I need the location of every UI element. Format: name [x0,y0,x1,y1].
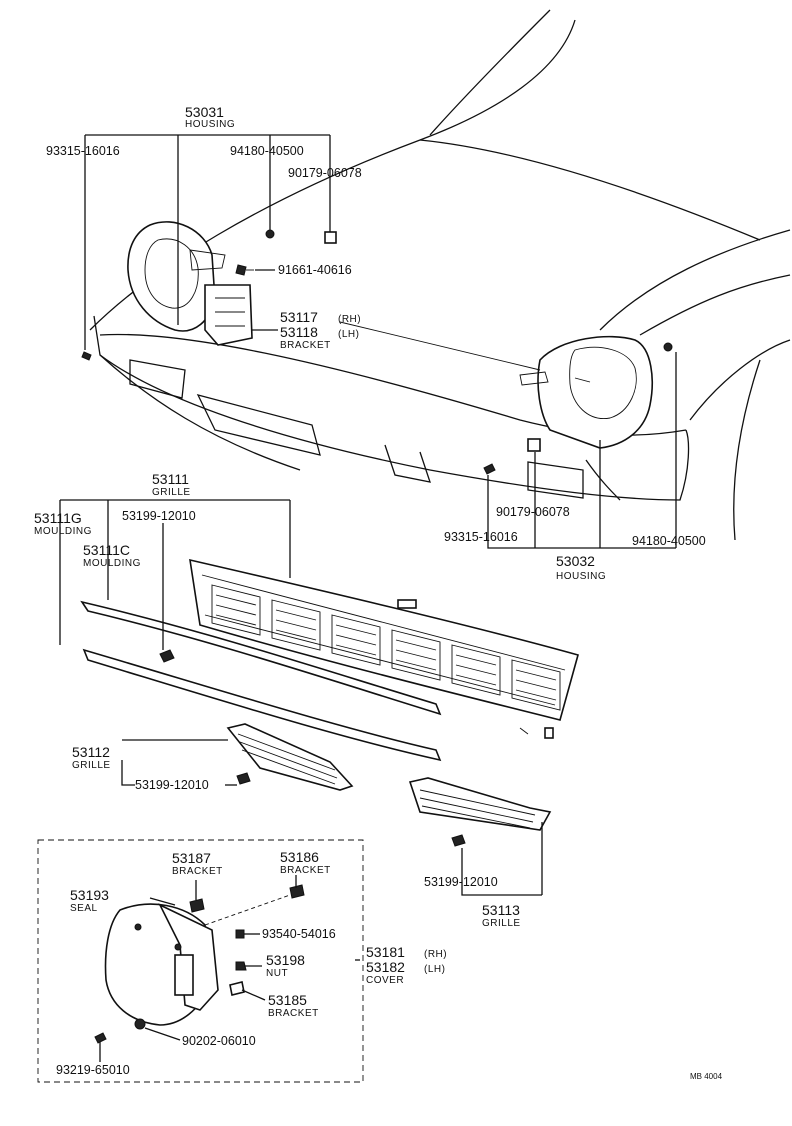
label-53181-side: (RH) [424,949,447,960]
label-53187-num: 53187 [172,850,211,866]
label-53112-name: GRILLE [72,760,111,771]
grille-slat [275,619,317,631]
label-53117-num: 53117 [280,309,318,325]
label-93315-a: 93315-16016 [46,144,120,158]
label-53031-name: HOUSING [185,119,235,130]
label-53198-num: 53198 [266,952,305,968]
grille-slat [215,614,257,626]
label-53199-c: 53199-12010 [424,875,498,889]
main-grille [189,558,579,739]
label-53182-side: (LH) [424,964,445,975]
grille-slat [335,644,377,656]
label-53118-side: (LH) [338,329,359,340]
label-53187-name: BRACKET [172,866,223,877]
label-93540: 93540-54016 [262,927,336,941]
part-labels: 53031 HOUSING 93315-16016 94180-40500 90… [34,104,723,1081]
label-94180-a: 94180-40500 [230,144,304,158]
grille-slat [455,664,497,676]
label-53198-name: NUT [266,968,288,979]
label-53111-name: GRILLE [152,487,191,498]
label-53111g-num: 53111G [34,510,82,526]
label-53186-name: BRACKET [280,865,331,876]
grille-slat [335,634,377,646]
label-53185-name: BRACKET [268,1008,319,1019]
lower-grille-right [408,777,552,847]
label-53111c-num: 53111C [83,542,130,558]
label-90202: 90202-06010 [182,1034,256,1048]
label-53117-side: (RH) [338,314,361,325]
grille-slat [515,679,557,691]
label-94180-b: 94180-40500 [632,534,706,548]
diagram-code: MB 4004 [690,1072,723,1081]
label-53111-num: 53111 [152,471,189,487]
label-90179-a: 90179-06078 [288,166,362,180]
label-93219: 93219-65010 [56,1063,130,1077]
grille-slat [395,639,437,651]
moulding-strips [80,600,442,762]
label-53032-num: 53032 [556,553,595,569]
label-53193-num: 53193 [70,887,109,903]
grille-slat [515,669,557,681]
label-53118-name: BRACKET [280,340,331,351]
label-90179-b: 90179-06078 [496,505,570,519]
label-53193-name: SEAL [70,903,98,914]
leader-lines [59,134,677,1062]
label-53113-name: GRILLE [482,918,521,929]
grille-slat [215,594,257,606]
grille-cell [331,614,381,666]
label-53111g-name: MOULDING [34,526,92,537]
grille-slat [455,654,497,666]
label-53111c-name: MOULDING [83,558,141,569]
grille-slat [395,659,437,671]
label-53185-num: 53185 [268,992,307,1008]
left-headlight-housing [81,221,337,361]
right-headlight-housing [483,335,673,475]
label-93315-b: 93315-16016 [444,530,518,544]
grille-cell [271,599,321,651]
grille-cell [451,644,501,696]
label-53118-num: 53118 [280,324,318,340]
label-53112-num: 53112 [72,744,110,760]
grille-cell [211,584,261,636]
label-91661: 91661-40616 [278,263,352,277]
label-53199-a: 53199-12010 [122,509,196,523]
grille-slat [215,604,257,616]
label-53182-num: 53182 [366,959,405,975]
grille-slat [455,674,497,686]
label-53032-name: HOUSING [556,571,606,582]
grille-slat [275,629,317,641]
grille-cell [511,659,561,711]
grille-cell [391,629,441,681]
grille-slat [515,689,557,701]
grille-slat [335,624,377,636]
grille-slat [275,609,317,621]
label-53199-b: 53199-12010 [135,778,209,792]
label-53186-num: 53186 [280,849,319,865]
grille-slat [395,649,437,661]
label-53031-num: 53031 [185,104,224,120]
label-53181-num: 53181 [366,944,405,960]
cover-assembly [37,839,364,1083]
lower-grille-left [226,723,354,791]
label-53113-num: 53113 [482,902,520,918]
label-53182-name: COVER [366,975,404,986]
